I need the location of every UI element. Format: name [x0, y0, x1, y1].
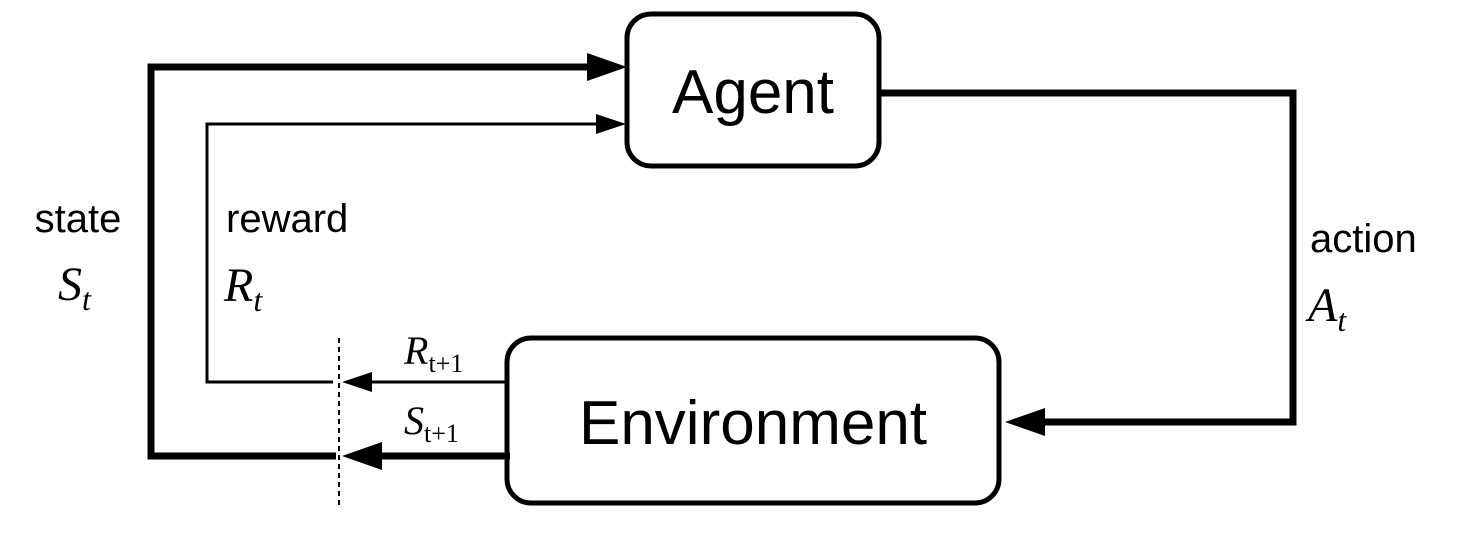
- state-arrow: [147, 53, 627, 460]
- environment-node: Environment: [504, 335, 1002, 506]
- next-reward-arrow: [342, 372, 507, 392]
- next-reward-text: Rt+1: [403, 328, 463, 378]
- reward-symbol-text: Rt: [223, 259, 263, 318]
- next-reward-arrowhead: [342, 372, 372, 392]
- state-subscript: t: [82, 281, 92, 317]
- next-state-arrow: [342, 442, 510, 470]
- reward-line: [205, 122, 600, 384]
- reward-label-group: reward Rt: [223, 197, 348, 318]
- state-line: [147, 63, 590, 460]
- state-label-group: state St: [35, 197, 122, 317]
- reward-arrowhead: [596, 114, 626, 134]
- next-state-subscript: t+1: [424, 419, 459, 448]
- action-arrow: [879, 89, 1297, 436]
- agent-node: Agent: [624, 11, 882, 169]
- environment-box: [504, 335, 1002, 506]
- state-symbol: S: [58, 258, 82, 311]
- state-arrowhead: [587, 53, 627, 81]
- action-subscript: t: [1337, 302, 1347, 338]
- reward-symbol: R: [223, 259, 253, 312]
- environment-label: Environment: [579, 389, 927, 458]
- next-reward-symbol: R: [403, 328, 428, 373]
- state-word: state: [35, 197, 122, 241]
- next-state-arrowhead: [342, 442, 382, 470]
- action-label-group: action At: [1305, 217, 1417, 338]
- reward-subscript: t: [253, 282, 263, 318]
- agent-label: Agent: [672, 58, 834, 127]
- next-state-label-group: St+1: [404, 398, 459, 448]
- state-symbol-text: St: [58, 258, 92, 317]
- next-state-symbol: S: [404, 398, 424, 443]
- action-word: action: [1310, 217, 1417, 261]
- action-line: [879, 89, 1297, 426]
- action-arrowhead: [1005, 408, 1045, 436]
- next-reward-label-group: Rt+1: [403, 328, 463, 378]
- reward-word: reward: [226, 197, 348, 241]
- reward-arrow: [205, 114, 626, 384]
- next-state-text: St+1: [404, 398, 459, 448]
- next-reward-subscript: t+1: [428, 349, 463, 378]
- action-symbol: A: [1305, 279, 1338, 332]
- action-symbol-text: At: [1305, 279, 1347, 338]
